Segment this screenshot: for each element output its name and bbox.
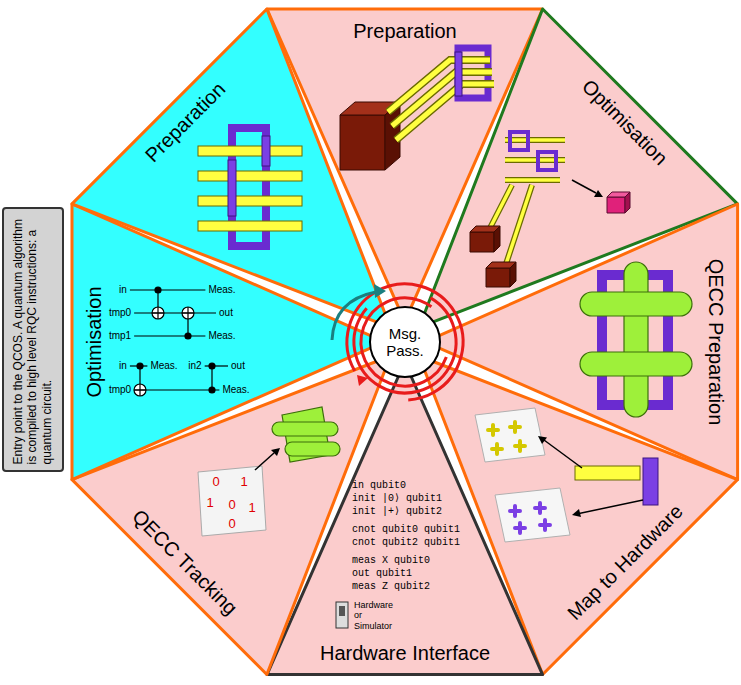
instruction-line: meas X qubit0 [352,555,430,567]
yellow-bar [198,196,302,206]
syndrome-bit: 1 [248,501,255,516]
device-label: Hardware or Simulator [354,600,400,631]
syndrome-panel [198,466,266,536]
circuit-wire-label: in [119,360,127,372]
circuit-wire [130,289,205,290]
instruction-line: in qubit0 [352,480,406,492]
syndrome-panel [198,466,266,536]
entry-note-box: Entry point to the QCOS. A quantum algor… [2,207,64,472]
circuit-wire-label: Meas. [208,330,235,342]
purple-bar [643,458,658,505]
stage-segment: QECC Tracking [72,356,390,674]
segment-title: Optimisation [578,75,672,169]
purple-loop [228,160,236,216]
yellow-bar [198,171,302,181]
yellow-bar [198,146,302,156]
instruction-line: init |0⟩ qubit1 [352,493,442,505]
circuit-wire-label: tmp0 [109,307,131,319]
cnot-gate [157,290,158,319]
green-cylinder [624,262,648,417]
stage-segment: Preparation [267,9,543,322]
cnot-gate [187,307,188,336]
purple-bar [643,458,658,505]
circuit-wire-label: tmp1 [109,330,131,342]
yellow-bar [198,221,302,231]
device-icon [336,602,348,628]
device-icon [336,602,348,628]
compact-block [607,197,625,213]
circuit-wire [130,365,147,366]
memory-block [340,115,385,170]
segment-title: Preparation [353,20,456,42]
circuit-wire-label: tmp0 [109,384,131,396]
circuit-wire [134,335,205,336]
circuit-wire-label: Meas. [208,284,235,296]
message-passing-hub: Msg. Pass. [369,306,441,378]
hub-label: Msg. Pass. [376,325,434,360]
stage-segment: Map to Hardware [419,356,737,674]
circuit-wire [134,389,219,390]
green-cylinder [285,442,340,456]
green-cylinder [272,422,338,436]
segment-title: Optimisation [83,286,105,397]
segment-title: Map to Hardware [563,500,687,624]
purple-loop [228,136,270,216]
syndrome-bit: 1 [240,475,247,490]
instruction-line: out qubit1 [352,568,412,580]
segment-title: Hardware Interface [320,642,490,664]
yellow-bar [575,466,640,480]
circuit-wire [205,365,228,366]
segment-title: QECC Preparation [705,259,727,426]
segment-shape [425,204,738,480]
stage-segment: Optimisation [72,204,385,480]
stage-segment: QECC Preparation [425,204,738,480]
stage-segment: Hardware Interface [267,362,543,675]
note-text: Entry point to the QCOS. A quantum algor… [11,215,54,464]
green-cylinder [580,352,692,376]
instruction-line: init |+⟩ qubit2 [352,506,442,518]
instruction-line: cnot qubit0 qubit1 [352,524,460,536]
hardware-panel [495,488,570,542]
syndrome-bit: 1 [206,496,213,511]
circuit-wire-label: Meas. [222,384,249,396]
memory-block [470,232,494,252]
circuit-wire-label: in [119,284,127,296]
segment-shape [72,204,385,480]
stage-segment: Optimisation [419,9,737,327]
circuit-wire-label: Meas. [150,360,177,372]
circuit-wire-label: in2 [188,360,201,372]
yellow-bar [575,466,640,480]
compact-block [607,192,630,213]
instruction-line: meas Z qubit2 [352,581,430,593]
segment-shape [72,9,390,327]
device-icon [339,606,345,616]
segment-shape [72,9,390,327]
circuit-wire [134,312,216,313]
segment-shape [419,356,737,674]
circuit-wire-label: out [231,360,245,372]
circuit-wire-label: out [219,307,233,319]
hardware-cell [488,422,525,454]
segment-shape [267,9,543,322]
memory-block [486,268,510,287]
hardware-panel [475,408,545,462]
hardware-cell [510,503,550,533]
syndrome-bit: 0 [228,498,235,513]
segment-shape [267,362,543,675]
segment-title: QECC Tracking [128,505,242,619]
cnot-gate [139,366,140,396]
green-cylinder [580,292,692,316]
segment-shape [72,356,390,674]
stage-segment: Preparation [72,9,390,327]
syndrome-bit: 0 [228,517,235,532]
purple-loop [455,52,462,96]
instruction-line: cnot qubit2 qubit1 [352,537,460,549]
cnot-gate [211,366,212,390]
segment-title: Preparation [141,78,230,167]
purple-loop [262,136,270,166]
segment-shape [419,9,737,327]
syndrome-bit: 0 [212,475,219,490]
purple-loop [455,52,462,96]
